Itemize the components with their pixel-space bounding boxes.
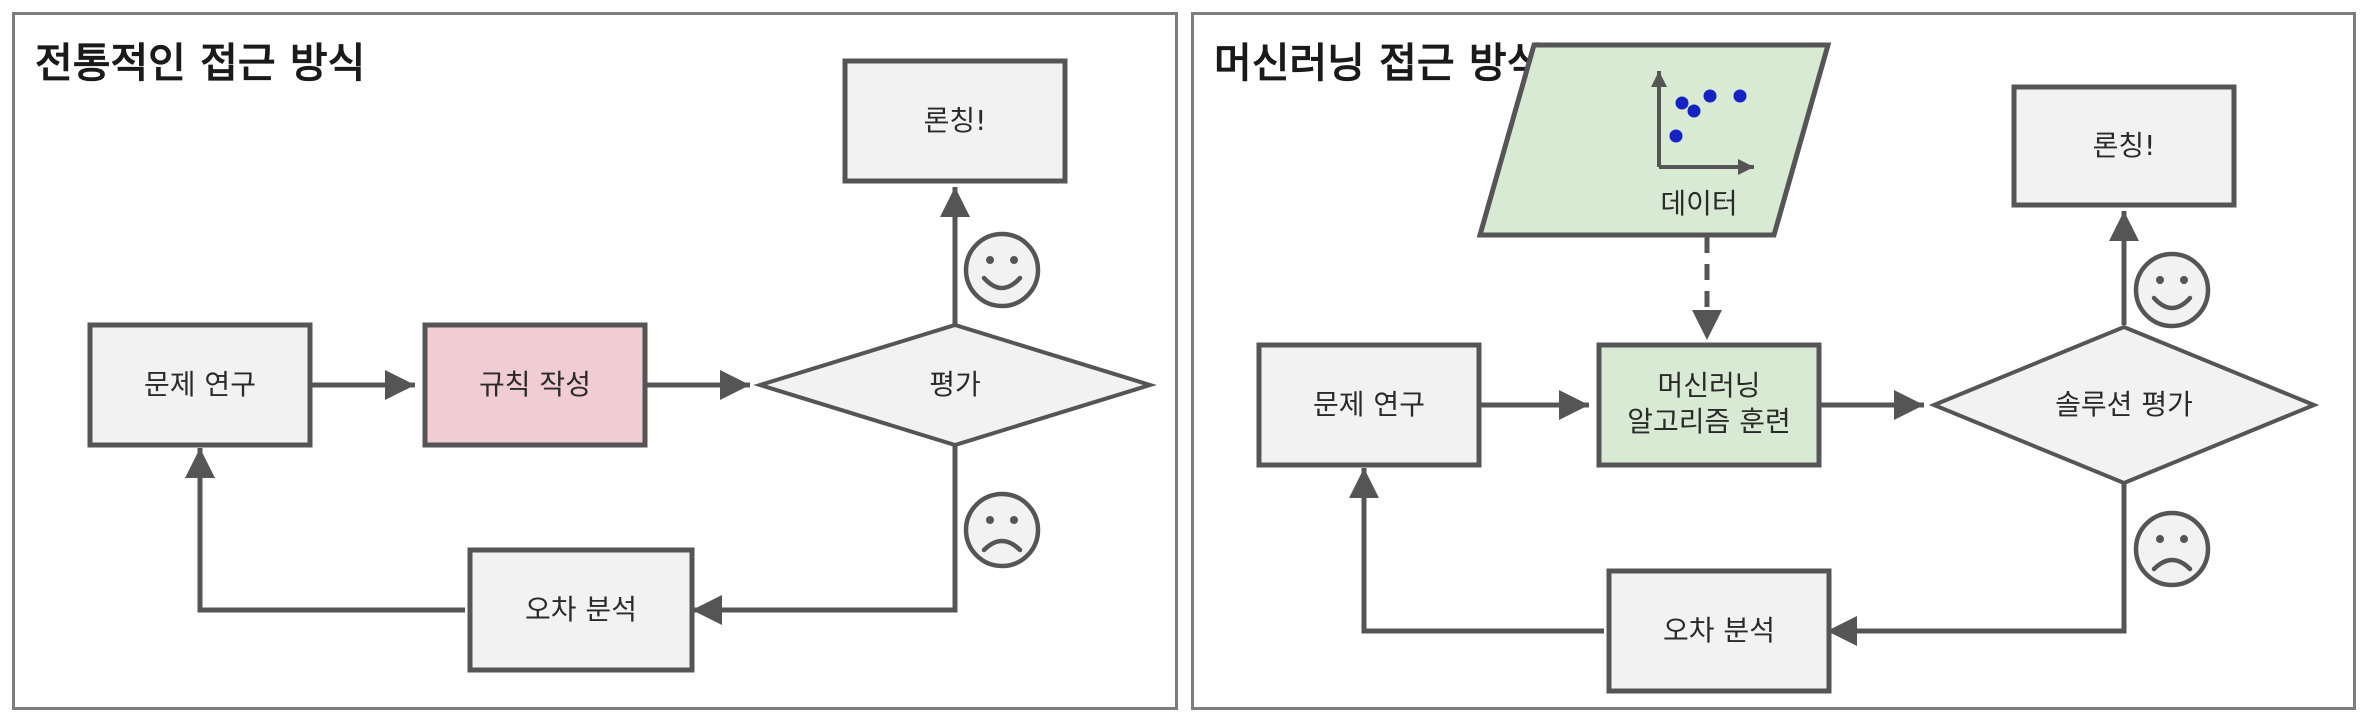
node-label: 론칭! — [2093, 129, 2156, 162]
traditional-flowchart: 문제 연구 규칙 작성 평가 론칭! 오차 분석 — [87, 58, 1157, 673]
traditional-approach-panel: 전통적인 접근 방식 문제 연구 규칙 작성 평가 — [12, 12, 1178, 710]
data-point — [1687, 104, 1701, 118]
node-label: 오차 분석 — [525, 593, 637, 626]
smiley-face-icon — [2133, 251, 2211, 329]
node-data: 데이터 — [1476, 42, 1832, 238]
node-label: 오차 분석 — [1663, 614, 1775, 647]
node-problem-study: 문제 연구 — [1256, 342, 1482, 468]
data-point — [1733, 89, 1747, 103]
node-label: 알고리즘 훈련 — [1627, 405, 1790, 438]
panel-title: 머신러닝 접근 방식 — [1214, 39, 1545, 87]
arrow-evaluate-to-errors — [692, 445, 958, 625]
arrow-evaluate-to-errors — [1827, 483, 2127, 646]
node-label: 솔루션 평가 — [2055, 388, 2193, 421]
node-label: 론칭! — [924, 104, 987, 137]
connectors — [1349, 211, 2139, 646]
frowning-face-icon — [963, 491, 1041, 569]
node-evaluate: 평가 — [753, 322, 1157, 448]
node-error-analysis: 오차 분석 — [1606, 568, 1832, 694]
arrow-errors-to-study — [1349, 468, 1604, 634]
data-point — [1675, 96, 1689, 110]
node-error-analysis: 오차 분석 — [467, 547, 695, 673]
node-launch: 론칭! — [2011, 84, 2237, 208]
arrow-errors-to-study — [185, 448, 465, 613]
smiley-face-icon — [963, 231, 1041, 309]
frowning-face-icon — [2133, 510, 2211, 588]
node-write-rules: 규칙 작성 — [422, 322, 648, 448]
node-label: 문제 연구 — [144, 368, 256, 401]
data-point — [1703, 89, 1717, 103]
node-evaluate-solution: 솔루션 평가 — [1928, 324, 2320, 486]
node-label: 규칙 작성 — [479, 368, 591, 401]
data-point — [1669, 129, 1683, 143]
node-launch: 론칭! — [842, 58, 1068, 184]
node-label: 데이터 — [1660, 187, 1737, 220]
node-label: 평가 — [929, 368, 981, 401]
connectors — [185, 187, 970, 625]
node-train-ml-algorithm: 머신러닝 알고리즘 훈련 — [1596, 342, 1822, 468]
node-label: 머신러닝 — [1657, 369, 1760, 402]
node-label: 문제 연구 — [1313, 388, 1425, 421]
node-problem-study: 문제 연구 — [87, 322, 313, 448]
machine-learning-approach-panel: 머신러닝 접근 방식 — [1191, 12, 2356, 710]
panel-title: 전통적인 접근 방식 — [35, 39, 366, 87]
machine-learning-flowchart: 데이터 문제 연구 머신러닝 알고리즘 훈련 솔루션 평가 론칭! 오차 분석 — [1256, 42, 2320, 694]
